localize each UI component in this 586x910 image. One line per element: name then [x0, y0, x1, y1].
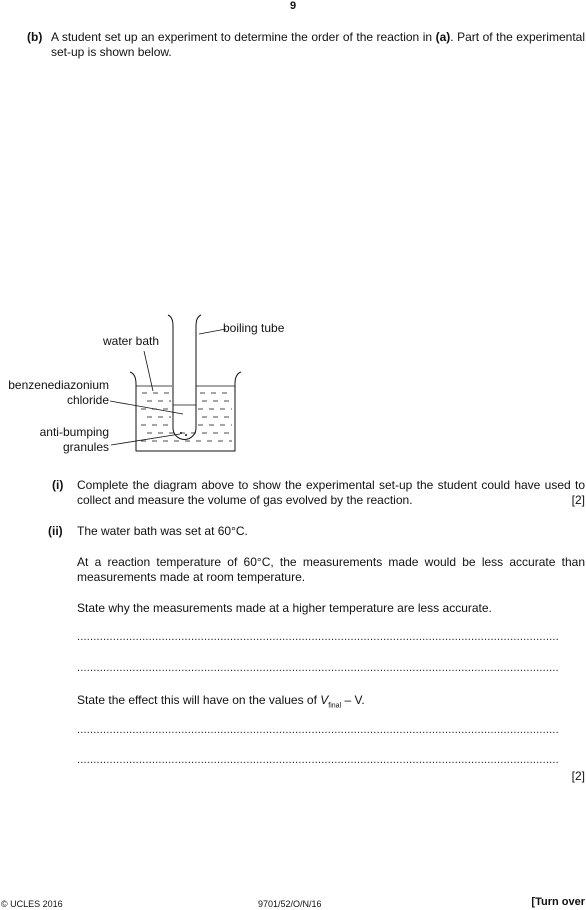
- apparatus-diagram: [109, 314, 242, 452]
- leader-water-bath: [143, 350, 154, 392]
- granule: [185, 434, 187, 436]
- answer-line-2[interactable]: ........................................…: [77, 662, 559, 674]
- boiling-tube: [167, 314, 202, 440]
- label-anti-bumping: anti-bumping: [39, 425, 109, 439]
- answer-line-3[interactable]: ........................................…: [77, 724, 559, 736]
- question-ii-line1: The water bath was set at 60°C.: [77, 524, 248, 538]
- water-dashes: [141, 392, 232, 442]
- footer-turn-over: [Turn over: [531, 896, 585, 908]
- footer-code: 9701/52/O/N/16: [258, 899, 322, 909]
- part-b-label: (b): [27, 30, 43, 44]
- question-i-text: Complete the diagram above to show the e…: [77, 478, 585, 507]
- question-ii-line3: State why the measurements made at a hig…: [77, 601, 492, 615]
- granule: [180, 432, 182, 434]
- question-i-marks: [2]: [571, 493, 585, 507]
- question-ii-label: (ii): [48, 524, 63, 538]
- label-chloride: chloride: [66, 393, 109, 407]
- label-water-bath: water bath: [103, 334, 160, 348]
- footer-copyright: © UCLES 2016: [1, 899, 63, 909]
- label-boiling-tube: boiling tube: [223, 321, 285, 335]
- part-b-text: A student set up an experiment to determ…: [51, 30, 585, 59]
- question-ii-line4: State the effect this will have on the v…: [77, 693, 365, 710]
- water-bath-beaker: [129, 371, 242, 452]
- question-i-label: (i): [52, 478, 64, 492]
- question-ii-marks: [2]: [571, 769, 585, 783]
- answer-line-4[interactable]: ........................................…: [77, 754, 559, 766]
- leader-boiling-tube: [198, 328, 227, 335]
- page-number: 9: [289, 0, 297, 12]
- answer-line-1[interactable]: ........................................…: [77, 631, 559, 643]
- leader-benzenediazonium: [109, 400, 184, 415]
- question-ii-line2: At a reaction temperature of 60°C, the m…: [77, 555, 585, 584]
- label-benzenediazonium: benzenediazonium: [8, 378, 109, 392]
- leader-granules: [110, 433, 181, 446]
- label-granules: granules: [62, 440, 109, 454]
